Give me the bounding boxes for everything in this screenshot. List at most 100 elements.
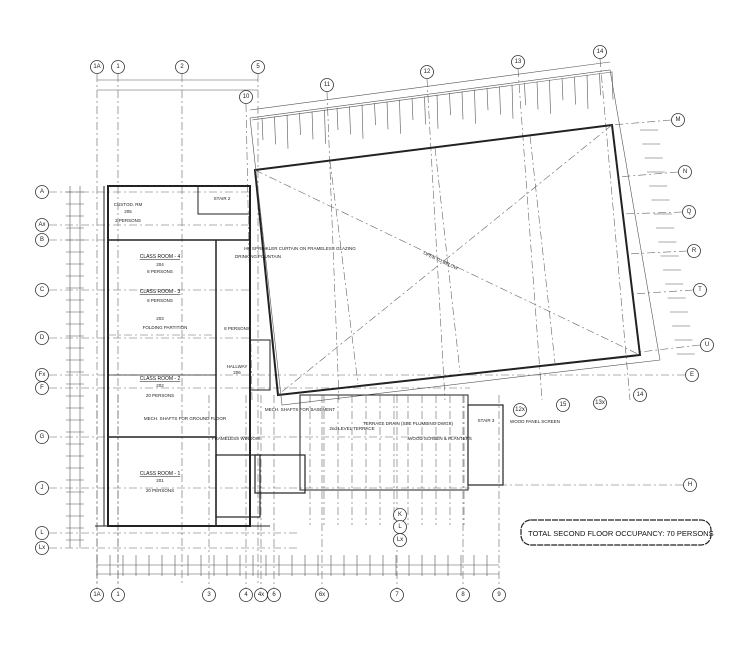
grid-line xyxy=(326,91,340,401)
grid-label: T xyxy=(698,287,702,293)
grid-label: M xyxy=(676,117,681,123)
grid-line xyxy=(517,68,543,401)
grid-label: R xyxy=(692,248,697,254)
grid-line xyxy=(611,119,672,126)
room-number: 203 xyxy=(156,316,164,321)
terrace-label: 2nd LEVEL TERRACE xyxy=(329,426,374,431)
grid-bubble: 15 xyxy=(556,398,570,412)
grid-bubble: 12x xyxy=(513,403,527,417)
grid-bubble: R xyxy=(687,244,701,258)
grid-bubble: M xyxy=(671,113,685,127)
grid-bubble: 4 xyxy=(239,588,253,602)
grid-label: H xyxy=(688,482,692,488)
grid-label: K xyxy=(398,512,402,518)
grid-bubble: L xyxy=(393,520,407,534)
occupancy-tag: 2 PERSONS xyxy=(115,218,141,223)
note: DRINKING FOUNTAIN xyxy=(235,254,281,259)
grid-label: Fx xyxy=(39,372,46,378)
grid-bubble: 1 xyxy=(111,588,125,602)
room-label: STAIR 3 xyxy=(478,418,495,423)
note: MECH. SHAFTS FOR GROUND FLOOR xyxy=(144,416,227,421)
grid-bubble: 1A xyxy=(90,588,104,602)
grid-bubble: 11 xyxy=(320,78,334,92)
open-to-below-note: OPEN TO BELOW xyxy=(423,250,460,271)
grid-bubble: 12 xyxy=(420,65,434,79)
grid-label: F xyxy=(40,385,44,391)
grid-line xyxy=(599,58,631,401)
grid-line xyxy=(426,78,446,401)
grid-bubble: 1 xyxy=(111,60,125,74)
grid-label: 1 xyxy=(116,592,120,598)
grid-bubble: T xyxy=(693,283,707,297)
grid-label: Lx xyxy=(397,537,403,543)
grid-bubble: 1A xyxy=(90,60,104,74)
room-label: CLASS ROOM - 1 xyxy=(140,471,181,477)
grid-bubble: Ax xyxy=(35,218,49,232)
grid-label: 15 xyxy=(560,402,567,408)
note: WOOD SCREEN & PLANTERS xyxy=(408,436,472,441)
grid-label: 2 xyxy=(180,64,184,70)
grid-label: Lx xyxy=(39,545,45,551)
grid-label: 8 xyxy=(461,592,465,598)
note: TERRACE DRAIN (SEE PLUMBING DWGS) xyxy=(363,421,454,426)
grid-line xyxy=(626,250,688,255)
grid-bubble: 6x xyxy=(315,588,329,602)
grid-bubble: Lx xyxy=(35,541,49,555)
grid-label: 1 xyxy=(116,64,120,70)
grid-label: 3 xyxy=(207,592,211,598)
grid-bubble: 3 xyxy=(202,588,216,602)
grid-bubble: 8 xyxy=(456,588,470,602)
grid-label: 12 xyxy=(424,69,431,75)
grid-label: 1A xyxy=(93,592,100,598)
note: MECH. SHAFTS FOR BASEMENT xyxy=(265,407,336,412)
room-label: STAIR 2 xyxy=(214,196,231,201)
grid-bubble: J xyxy=(35,481,49,495)
grid-label: 13 xyxy=(515,59,522,65)
grid-label: L xyxy=(40,530,44,536)
atrium-walls xyxy=(249,69,661,406)
grid-label: 14 xyxy=(637,392,644,398)
grid-bubble: C xyxy=(35,283,49,297)
grid-label: J xyxy=(41,485,44,491)
grid-bubble: K xyxy=(393,508,407,522)
occupancy-tag: 8 PERSONS xyxy=(224,326,250,331)
occupancy-tag: 20 PERSONS xyxy=(146,393,174,398)
grid-line xyxy=(631,289,694,295)
grid-line xyxy=(621,211,683,215)
room-number: 205 xyxy=(124,209,132,214)
note: HR SPRINKLER CURTAIN ON FRAMELESS GLAZIN… xyxy=(244,246,356,251)
grid-bubble: 13x xyxy=(593,396,607,410)
grid-bubble: 2 xyxy=(175,60,189,74)
grid-label: D xyxy=(40,335,45,341)
left-wing-walls xyxy=(95,185,306,527)
grid-bubble: U xyxy=(700,338,714,352)
occupancy-tag: 8 PERSONS xyxy=(147,298,173,303)
grid-bubble: 9 xyxy=(492,588,506,602)
room-label: CLASS ROOM - 2 xyxy=(140,376,181,382)
grid-label: B xyxy=(40,237,44,243)
grid-label: 11 xyxy=(324,82,331,88)
note: FRAMELESS WINDOW xyxy=(212,436,261,441)
grid-bubble: N xyxy=(678,165,692,179)
grid-bubble: 10 xyxy=(239,90,253,104)
room-label: CLASS ROOM - 3 xyxy=(140,289,181,295)
grid-label: 13x xyxy=(595,400,605,406)
grid-label: 7 xyxy=(395,592,399,598)
grid-bubble: 4x xyxy=(254,588,268,602)
room-label: CUSTOD. RM xyxy=(114,202,143,207)
grid-label: E xyxy=(690,372,694,378)
grid-label: 14 xyxy=(597,49,604,55)
grid-bubble: Fx xyxy=(35,368,49,382)
grid-label: 5 xyxy=(256,64,260,70)
grid-label: 1A xyxy=(93,64,100,70)
note: FOLDING PARTITION xyxy=(143,325,188,330)
grid-bubble: G xyxy=(35,430,49,444)
occupancy-note: TOTAL SECOND FLOOR OCCUPANCY: 70 PERSONS xyxy=(520,519,714,546)
grid-bubble: H xyxy=(683,478,697,492)
room-label: HALLWAY xyxy=(227,364,248,369)
grid-label: A xyxy=(40,189,44,195)
grid-label: 6x xyxy=(319,592,325,598)
room-number: 202 xyxy=(156,383,164,388)
grid-bubble: A xyxy=(35,185,49,199)
